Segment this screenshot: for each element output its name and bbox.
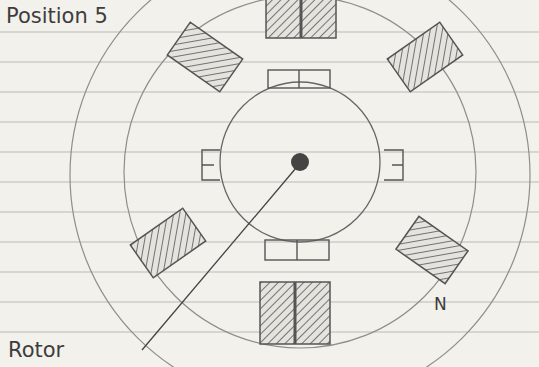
part-label: Rotor [8,340,64,361]
pole-label: N [434,296,447,313]
rotor-shaft [291,153,309,171]
rotor-circle [220,82,380,242]
leader-line [142,168,296,350]
stator-ring [124,0,476,348]
position-label: Position 5 [6,6,108,27]
stator-poles [130,0,468,344]
outer-housing [70,0,530,367]
rotor-teeth [202,70,403,260]
